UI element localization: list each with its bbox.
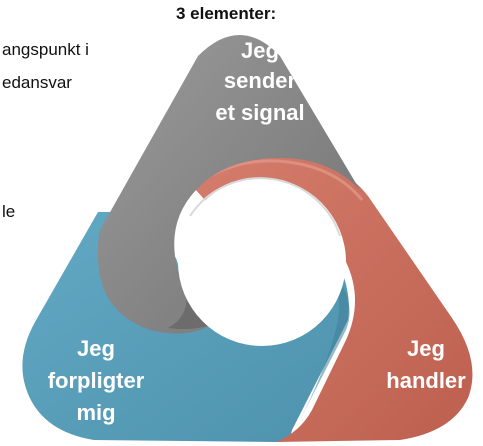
label-left-line-1: Jeg	[77, 336, 115, 361]
label-left-line-3: mig	[76, 400, 115, 425]
segment-top	[97, 35, 360, 334]
segment-right-highlight	[199, 159, 364, 201]
label-right-line-1: Jeg	[407, 336, 445, 361]
label-left-line-2: forpligter	[48, 368, 145, 393]
label-right-line-2: handler	[386, 368, 466, 393]
center-hole-rim	[189, 177, 341, 237]
side-heading: 3 elementer:	[176, 4, 277, 23]
label-top-line-3: et signal	[215, 100, 304, 125]
label-top-line-1: Jeg	[241, 38, 279, 63]
side-text-line-2: edansvar	[2, 73, 72, 92]
side-text-line-3: le	[2, 202, 16, 221]
label-top-line-2: sender	[224, 68, 297, 93]
side-text-line-1: angspunkt i	[2, 40, 89, 59]
segment-right	[190, 155, 473, 442]
center-hole	[178, 178, 346, 346]
